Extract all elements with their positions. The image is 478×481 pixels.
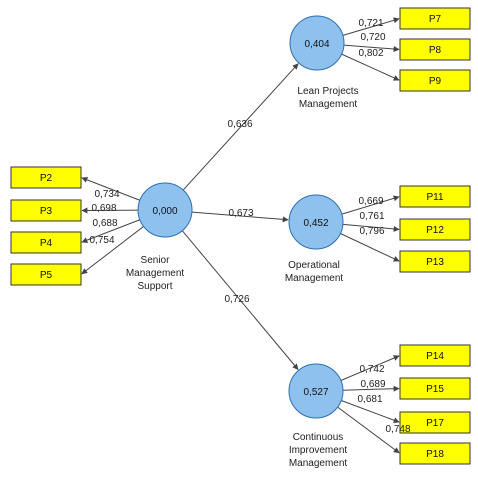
loading-value-p7: 0,721 xyxy=(358,18,383,29)
nodes-layer xyxy=(10,7,471,465)
construct-value-cim: 0,527 xyxy=(303,387,328,398)
indicator-label-p17: P17 xyxy=(426,418,444,429)
loading-arrow-p18 xyxy=(337,406,400,454)
loading-arrow-p5 xyxy=(81,226,144,275)
loading-arrow-p7 xyxy=(342,17,400,36)
loading-arrow-p11 xyxy=(341,195,400,215)
indicator-box-p7 xyxy=(399,7,471,30)
loading-value-p15: 0,689 xyxy=(360,379,385,390)
construct-name-senior-line-3: Support xyxy=(137,281,172,292)
loading-value-p5: 0,754 xyxy=(89,235,114,246)
edges-layer xyxy=(81,17,400,454)
indicator-box-p2 xyxy=(10,166,82,189)
construct-senior xyxy=(137,182,193,238)
construct-name-ops-line-2: Management xyxy=(285,273,344,284)
path-arrow-lean xyxy=(182,63,299,191)
indicator-label-p5: P5 xyxy=(40,270,53,281)
indicator-box-p18 xyxy=(399,442,471,465)
indicator-box-p12 xyxy=(399,218,471,241)
loading-arrow-p4 xyxy=(81,219,140,243)
loading-value-p9: 0,802 xyxy=(358,48,383,59)
construct-value-lean: 0,404 xyxy=(304,39,329,50)
construct-value-ops: 0,452 xyxy=(303,218,328,229)
construct-value-senior: 0,000 xyxy=(152,206,177,217)
indicator-label-p18: P18 xyxy=(426,449,444,460)
loading-arrow-p2 xyxy=(81,177,140,201)
loading-arrow-p8 xyxy=(343,44,400,52)
loading-arrow-p17 xyxy=(341,400,400,424)
path-coefficient-cim: 0,726 xyxy=(224,294,249,305)
construct-cim xyxy=(288,363,344,419)
indicator-label-p14: P14 xyxy=(426,351,444,362)
loading-arrow-p14 xyxy=(340,355,400,381)
indicator-label-p12: P12 xyxy=(426,225,444,236)
indicator-box-p11 xyxy=(399,185,471,208)
path-coefficient-ops: 0,673 xyxy=(228,208,253,219)
indicator-label-p9: P9 xyxy=(429,76,442,87)
indicator-label-p4: P4 xyxy=(40,238,53,249)
construct-name-lean-line-2: Management xyxy=(299,99,358,110)
loading-arrow-p15 xyxy=(342,385,400,392)
construct-name-ops-line-1: Operational xyxy=(288,260,340,271)
construct-name-cim-line-3: Management xyxy=(289,458,348,469)
construct-lean xyxy=(289,15,345,71)
indicator-label-p7: P7 xyxy=(429,14,442,25)
construct-name-senior-line-1: Senior xyxy=(141,255,171,266)
indicator-label-p2: P2 xyxy=(40,173,53,184)
construct-ops xyxy=(288,194,344,250)
loading-value-p17: 0,681 xyxy=(357,394,382,405)
loading-value-p3: 0,698 xyxy=(91,203,116,214)
indicator-box-p17 xyxy=(399,411,471,434)
indicator-label-p3: P3 xyxy=(40,206,53,217)
indicator-box-p13 xyxy=(399,250,471,273)
indicator-box-p5 xyxy=(10,263,82,286)
indicator-label-p13: P13 xyxy=(426,257,444,268)
path-arrow-cim xyxy=(181,230,299,370)
loading-arrow-p13 xyxy=(340,233,400,262)
indicator-label-p15: P15 xyxy=(426,384,444,395)
indicator-label-p11: P11 xyxy=(426,192,443,203)
construct-name-lean-line-1: Lean Projects xyxy=(297,86,358,97)
indicator-box-p14 xyxy=(399,344,471,367)
construct-name-cim-line-2: Improvement xyxy=(289,445,348,456)
indicator-box-p15 xyxy=(399,377,471,400)
path-coefficient-lean: 0,636 xyxy=(227,119,252,130)
loading-arrow-p12 xyxy=(342,223,400,232)
indicator-box-p4 xyxy=(10,231,82,254)
indicator-box-p8 xyxy=(399,38,471,61)
loading-value-p11: 0,669 xyxy=(358,196,383,207)
loading-value-p4: 0,688 xyxy=(92,218,117,229)
loading-arrow-p9 xyxy=(341,53,400,81)
loading-value-p12: 0,761 xyxy=(359,211,384,222)
indicator-label-p8: P8 xyxy=(429,45,442,56)
construct-name-senior-line-2: Management xyxy=(126,268,185,279)
loading-value-p14: 0,742 xyxy=(359,364,384,375)
path-arrow-ops xyxy=(191,211,289,223)
indicator-box-p3 xyxy=(10,199,82,222)
construct-name-cim-line-1: Continuous xyxy=(293,432,344,443)
loading-value-p8: 0,720 xyxy=(360,32,385,43)
indicator-box-p9 xyxy=(399,69,471,92)
loading-value-p2: 0,734 xyxy=(94,189,119,200)
loading-value-p13: 0,796 xyxy=(359,226,384,237)
loading-value-p18: 0,748 xyxy=(385,424,410,435)
